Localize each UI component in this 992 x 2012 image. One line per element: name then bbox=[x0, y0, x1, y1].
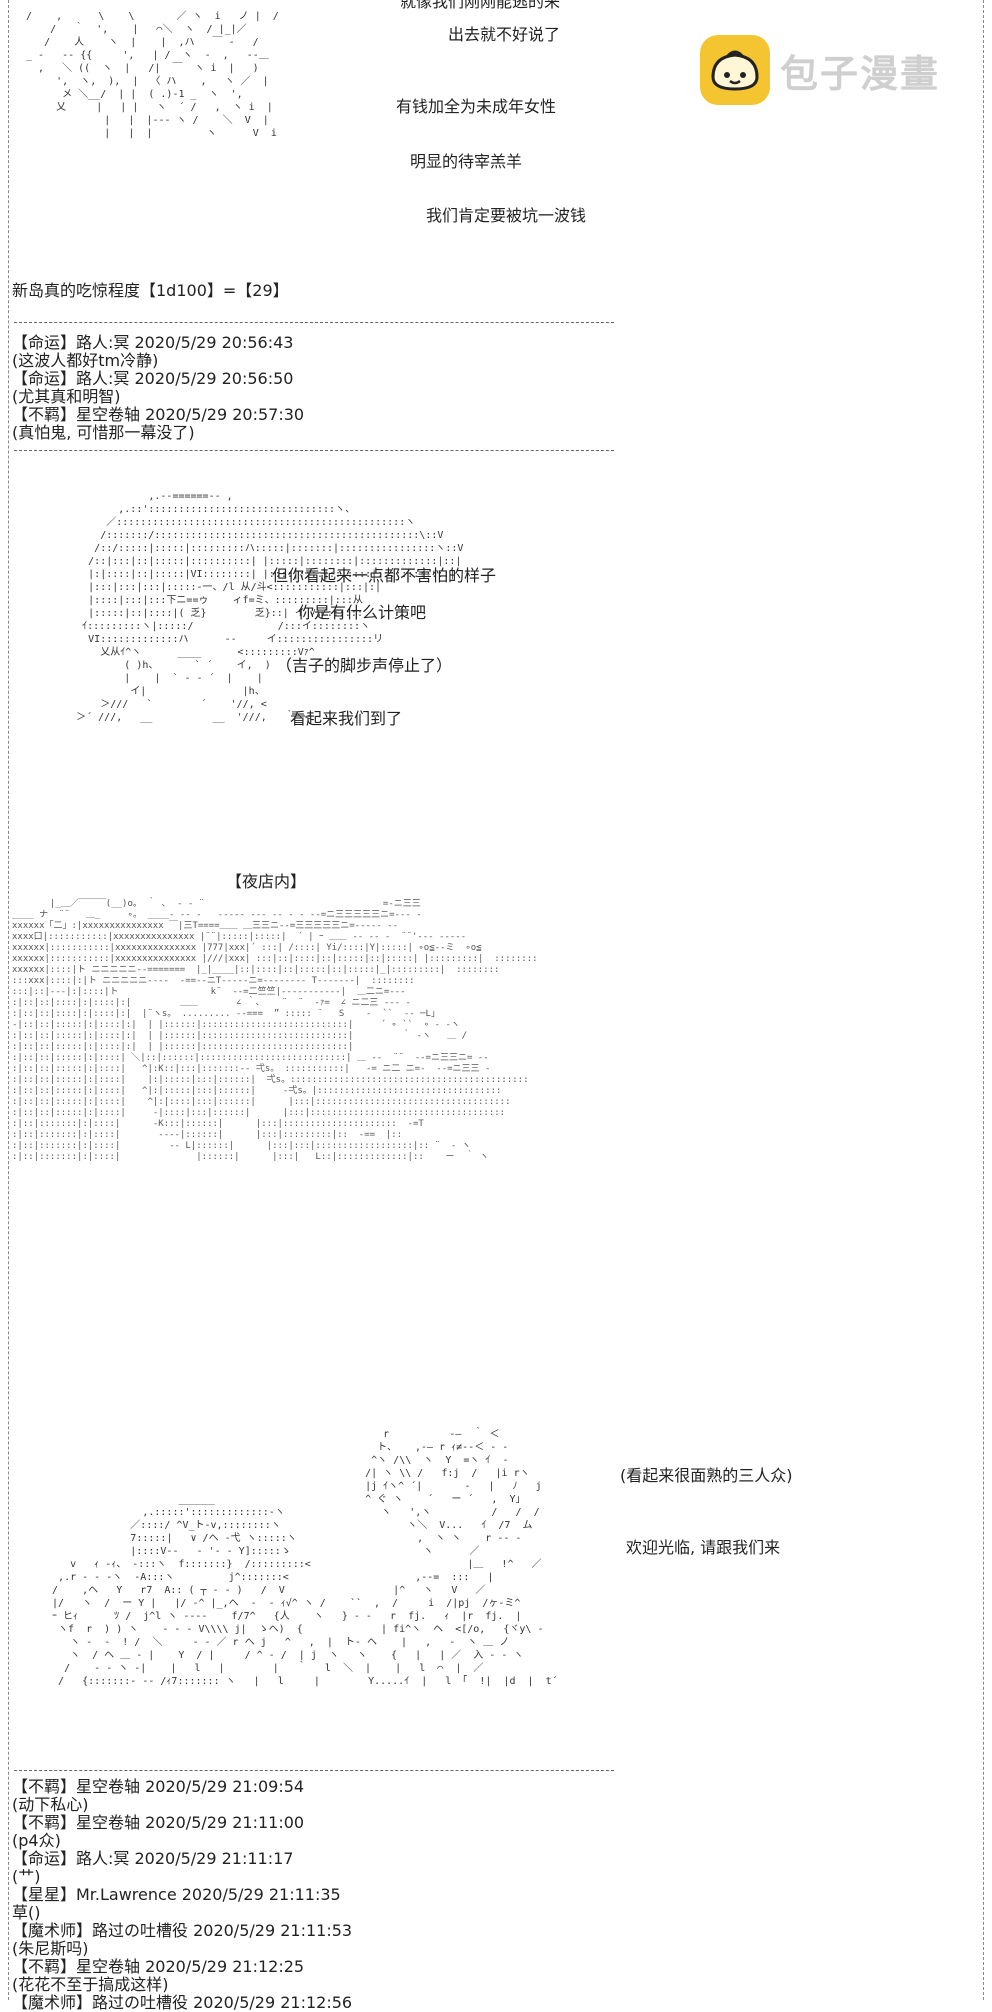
watermark-text: 包子漫畫 bbox=[780, 51, 941, 96]
comment-line: (p4众) bbox=[12, 1831, 61, 1850]
scene-label: 【夜店内】 bbox=[226, 872, 307, 891]
comment-line: 【不羁】星空卷轴 2020/5/29 21:12:25 bbox=[12, 1957, 305, 1976]
comment-line: 【不羁】星空卷轴 2020/5/29 21:09:54 bbox=[12, 1777, 305, 1796]
comment-line: 草() bbox=[12, 1903, 41, 1922]
face-line-4: 看起来我们到了 bbox=[290, 709, 403, 728]
page-frame bbox=[8, 0, 984, 2000]
comment-line: (动下私心) bbox=[12, 1795, 89, 1814]
comment-line: 【不羁】星空卷轴 2020/5/29 21:11:00 bbox=[12, 1813, 305, 1832]
face-line-2: 你是有什么计策吧 bbox=[298, 603, 427, 622]
art-line-4: 明显的待宰羔羊 bbox=[410, 152, 523, 171]
art-line-2: 出去就不好说了 bbox=[448, 25, 561, 44]
face-line-3: （吉子的脚步声停止了） bbox=[276, 656, 453, 675]
ascii-art-nightclub: |_＿／￣￣￣(__)o。 ｀ ､ ‐ ‐ ¨ =‐ニ三三 ____ ナ ¨¨ … bbox=[12, 899, 538, 1162]
dice-roll-line: 新岛真的吃惊程度【1d100】=【29】 bbox=[12, 281, 289, 300]
bun-logo-icon bbox=[700, 35, 770, 105]
comment-line: 【不羁】星空卷轴 2020/5/29 20:57:30 bbox=[12, 405, 305, 424]
comment-line: 【命运】路人:冥 2020/5/29 20:56:50 bbox=[12, 369, 294, 388]
face-line-1: 但你看起来一点都不害怕的样子 bbox=[272, 566, 497, 585]
comment-line: (尤其真和明智) bbox=[12, 387, 121, 406]
art-line-1: 就像我们刚刚能逃的来 bbox=[400, 0, 561, 11]
group-line-2: 欢迎光临, 请跟我们来 bbox=[626, 1538, 781, 1557]
comment-line: (花花不至于搞成这样) bbox=[12, 1975, 169, 1994]
comment-line: (艹) bbox=[12, 1867, 41, 1886]
ascii-art-three-people: r ‐― ｀ ＜ ト、 ,‐― r ｨ≠‐‐＜ ‐ ‐ ^ヽ /\\ ヽ Y =… bbox=[52, 1429, 558, 1687]
comment-line: (朱尼斯吗) bbox=[12, 1939, 89, 1958]
divider-2 bbox=[14, 450, 614, 451]
comment-line: 【命运】路人:冥 2020/5/29 21:11:17 bbox=[12, 1849, 294, 1868]
comment-line: (这波人都好tm冷静) bbox=[12, 351, 159, 370]
divider-3 bbox=[14, 1770, 614, 1771]
ascii-art-top: / , \ \ ／ ヽ i ノ | / / ｀ ', | ⌒＼ ヽ / |_|／… bbox=[26, 11, 279, 139]
comment-line: 【魔术师】路过の吐槽役 2020/5/29 21:12:56 bbox=[12, 1993, 353, 2012]
comment-line: (真怕鬼, 可惜那一幕没了) bbox=[12, 423, 195, 442]
comment-line: 【命运】路人:冥 2020/5/29 20:56:43 bbox=[12, 333, 294, 352]
divider-1 bbox=[14, 322, 614, 323]
comment-line: 【魔术师】路过の吐槽役 2020/5/29 21:11:53 bbox=[12, 1921, 353, 1940]
art-line-3: 有钱加全为未成年女性 bbox=[396, 97, 557, 116]
group-line-1: (看起来很面熟的三人众) bbox=[620, 1466, 793, 1485]
art-line-5: 我们肯定要被坑一波钱 bbox=[426, 206, 587, 225]
comment-line: 【星星】Mr.Lawrence 2020/5/29 21:11:35 bbox=[12, 1885, 341, 1904]
ascii-art-face: ,.‐‐======‐- , ,.::'::::::::::::::::::::… bbox=[76, 491, 464, 723]
watermark: 包子漫畫 bbox=[700, 35, 940, 105]
